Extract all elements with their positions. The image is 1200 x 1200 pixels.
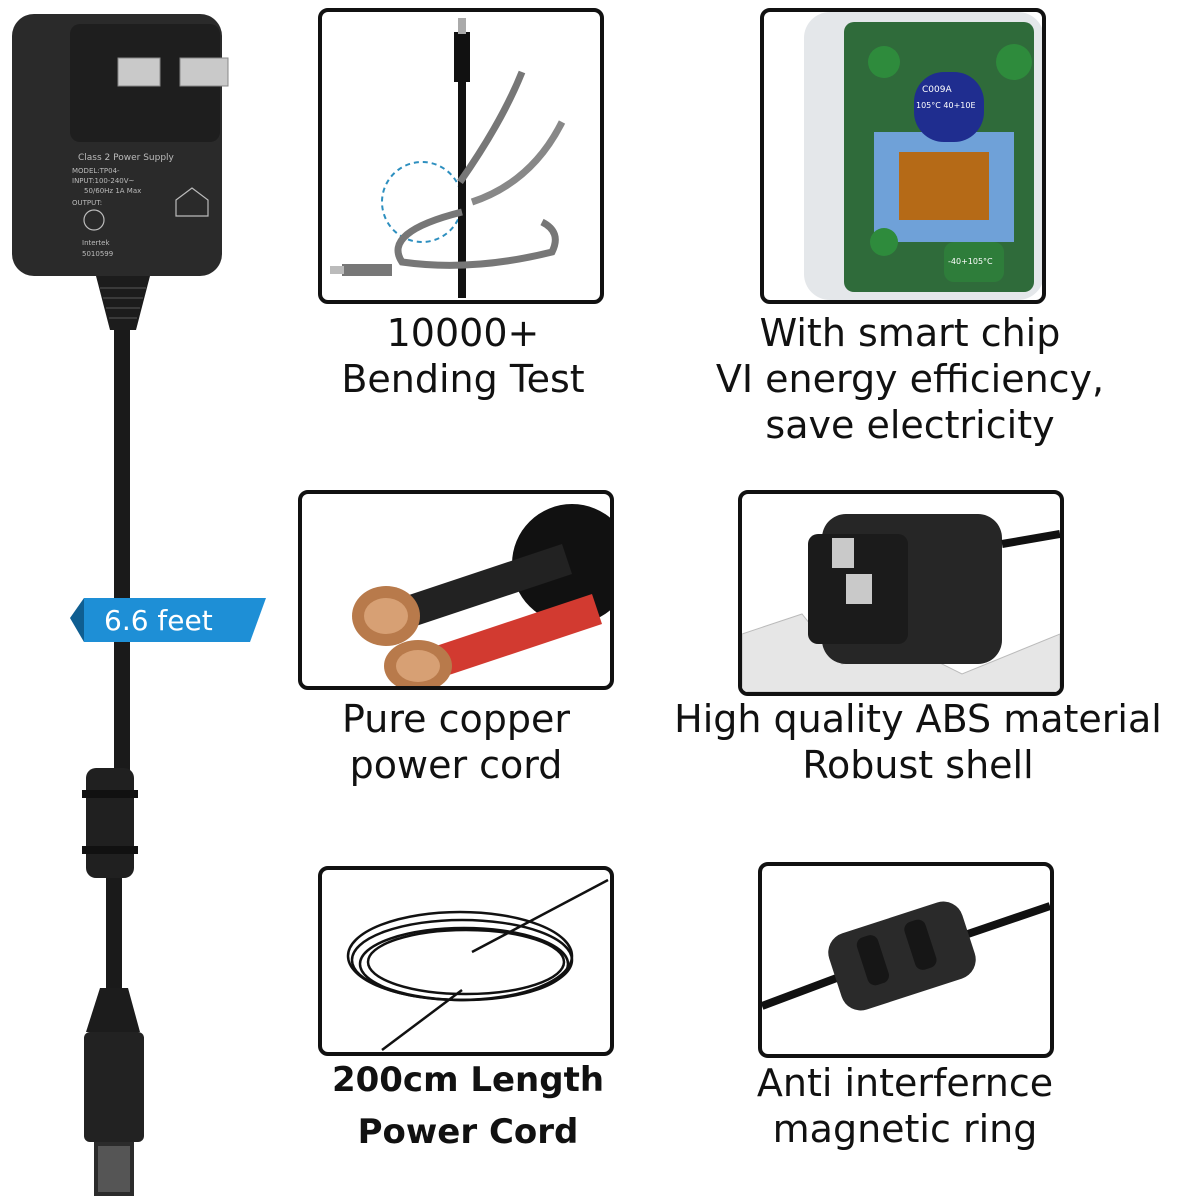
copper-cord-image xyxy=(298,490,614,690)
length-flag xyxy=(70,598,266,642)
power-adapter-image: Class 2 Power Supply MODEL:TP04- INPUT:1… xyxy=(12,14,229,1196)
bending-test-image xyxy=(318,8,604,304)
svg-text:5010599: 5010599 xyxy=(82,250,113,258)
smart-chip-image: C009A 105°C 40+10E -40+105°C xyxy=(760,8,1046,304)
ferrite-ring-image xyxy=(758,862,1054,1058)
svg-text:OUTPUT:: OUTPUT: xyxy=(72,199,102,207)
svg-text:C009A: C009A xyxy=(922,85,952,95)
abs-shell-image xyxy=(738,490,1064,696)
svg-text:-40+105°C: -40+105°C xyxy=(948,257,993,266)
feature-caption-6: Anti interfernce magnetic ring xyxy=(756,1061,1054,1151)
feature-caption-5: 200cm Length Power Cord xyxy=(331,1060,605,1152)
feature-caption-3: Pure copper power cord xyxy=(342,697,570,787)
length-flag-label: 6.6 feet xyxy=(104,604,213,637)
svg-text:INPUT:100-240V~: INPUT:100-240V~ xyxy=(72,177,135,185)
svg-text:50/60Hz 1A Max: 50/60Hz 1A Max xyxy=(84,187,141,195)
svg-text:105°C 40+10E: 105°C 40+10E xyxy=(916,101,976,110)
cord-coil-image xyxy=(318,866,614,1056)
svg-text:Intertek: Intertek xyxy=(82,239,110,247)
feature-caption-4: High quality ABS material Robust shell xyxy=(674,697,1162,787)
svg-text:MODEL:TP04-: MODEL:TP04- xyxy=(72,167,120,175)
adapter-label-title: Class 2 Power Supply xyxy=(78,153,175,163)
feature-caption-2: With smart chip VI energy efficiency, sa… xyxy=(715,311,1105,447)
feature-caption-1: 10000+ Bending Test xyxy=(341,311,585,401)
